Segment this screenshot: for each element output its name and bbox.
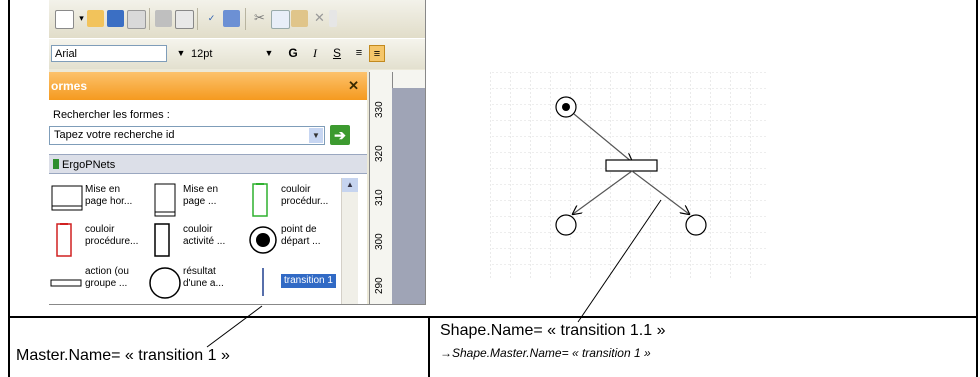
stencil-masters: Mise en page hor... Mise en page ... cou… — [49, 178, 339, 304]
delete-icon[interactable]: ✕ — [314, 11, 325, 26]
shape-search-input[interactable]: Tapez votre recherche id — [49, 126, 325, 145]
permissions-icon[interactable] — [127, 10, 146, 29]
master-action[interactable]: action (ou groupe ... — [49, 264, 147, 302]
start-point-icon — [249, 226, 277, 254]
master-label: Mise en page ... — [183, 184, 219, 207]
copy-icon[interactable] — [271, 10, 290, 29]
new-dropdown-icon[interactable]: ▾ — [79, 13, 84, 24]
lane-green-icon — [252, 183, 268, 217]
stencil-scrollbar[interactable]: ▲ — [341, 178, 358, 304]
font-name-select[interactable]: Arial — [51, 45, 167, 62]
master-label: couloir activité ... — [183, 224, 226, 247]
action-bar-icon — [50, 279, 82, 287]
print-preview-icon[interactable] — [175, 10, 194, 29]
toolbar-separator — [197, 8, 198, 30]
visio-window: ▾ ✓ ✂ ✕ Arial ▼ 12pt ▼ G I S ≡ ≡ ormes ✕… — [49, 0, 426, 305]
master-couloir-procedure-green[interactable]: couloir procédur... — [245, 182, 343, 220]
master-label: résultat d'une a... — [183, 266, 224, 289]
ruler-mark: 310 — [374, 189, 385, 206]
master-label: action (ou groupe ... — [85, 266, 129, 289]
caption-divider — [8, 316, 978, 318]
formatting-toolbar: Arial ▼ 12pt ▼ G I S ≡ ≡ — [49, 38, 425, 69]
arc-to-transition — [573, 113, 632, 162]
grid-background — [490, 72, 766, 278]
close-icon[interactable]: ✕ — [348, 78, 359, 93]
arc-to-right-place — [631, 170, 689, 214]
caption-column-divider — [428, 316, 430, 377]
ruler-mark: 320 — [374, 145, 385, 162]
save-icon[interactable] — [107, 10, 124, 27]
master-label: point de départ ... — [281, 224, 321, 247]
bold-button[interactable]: G — [288, 46, 298, 60]
shape-name-caption: Shape.Name= « transition 1.1 » — [440, 322, 666, 339]
stencil-title-bar[interactable]: ErgoPNets — [49, 154, 367, 174]
lane-red-icon — [56, 223, 72, 257]
master-mise-en-page[interactable]: Mise en page ... — [147, 182, 245, 220]
search-go-button[interactable]: ➔ — [330, 125, 350, 145]
ruler-mark: 330 — [374, 101, 385, 118]
result-circle-icon — [149, 267, 181, 299]
vertical-ruler: 330 320 310 300 290 — [369, 72, 393, 304]
master-label-selected: transition 1 — [281, 274, 336, 288]
align-left-icon[interactable]: ≡ — [355, 47, 363, 59]
chevron-down-icon[interactable]: ▼ — [176, 48, 186, 58]
shapes-panel-title: ormes — [51, 79, 88, 93]
stencil-name: ErgoPNets — [62, 159, 116, 171]
toolbar-separator — [149, 8, 150, 30]
research-icon[interactable] — [223, 10, 240, 27]
format-painter-icon[interactable] — [329, 10, 337, 27]
new-document-icon[interactable] — [55, 10, 74, 29]
print-icon[interactable] — [155, 10, 172, 27]
master-label: Mise en page hor... — [85, 184, 133, 207]
font-size-select[interactable]: 12pt — [191, 48, 213, 60]
toolbar-separator — [245, 8, 246, 30]
result-place-right — [685, 214, 707, 236]
transition-icon — [262, 268, 264, 296]
drawing-canvas-edge — [392, 88, 425, 304]
ruler-mark: 300 — [374, 233, 385, 250]
shape-master-name-caption: →Shape.Master.Name= « transition 1 » — [440, 346, 651, 360]
master-couloir-activite[interactable]: couloir activité ... — [147, 222, 245, 260]
shapes-panel-header: ormes ✕ — [49, 72, 367, 100]
master-name-caption: Master.Name= « transition 1 » — [16, 347, 230, 364]
master-resultat[interactable]: résultat d'une a... — [147, 264, 245, 302]
italic-button[interactable]: I — [313, 46, 317, 60]
master-mise-en-page-hor[interactable]: Mise en page hor... — [49, 182, 147, 220]
spelling-icon[interactable]: ✓ — [207, 13, 216, 24]
master-point-de-depart[interactable]: point de départ ... — [245, 222, 343, 260]
master-transition-1[interactable]: transition 1 — [245, 264, 343, 302]
master-couloir-procedure-red[interactable]: couloir procédure... — [49, 222, 147, 260]
scroll-up-icon[interactable]: ▲ — [342, 178, 358, 192]
figure-frame — [8, 0, 978, 377]
underline-button[interactable]: S — [332, 46, 341, 60]
transition-1-1 — [605, 159, 658, 172]
page-layout-vertical-icon — [154, 183, 176, 217]
ruler-mark: 290 — [374, 277, 385, 294]
search-label: Rechercher les formes : — [53, 109, 170, 121]
page-layout-horizontal-icon — [51, 185, 83, 211]
paste-icon[interactable] — [291, 10, 308, 27]
master-label: couloir procédure... — [85, 224, 139, 247]
chevron-down-icon[interactable]: ▼ — [264, 48, 274, 58]
lane-black-icon — [154, 223, 170, 257]
start-token — [562, 103, 570, 111]
master-label: couloir procédur... — [281, 184, 329, 207]
cut-icon[interactable]: ✂ — [254, 11, 265, 26]
shapes-panel: Rechercher les formes : Tapez votre rech… — [49, 100, 367, 304]
standard-toolbar: ▾ ✓ ✂ ✕ — [49, 0, 425, 38]
open-folder-icon[interactable] — [87, 10, 104, 27]
petri-net-diagram — [490, 72, 766, 278]
stencil-icon — [53, 159, 59, 169]
align-center-icon[interactable]: ≡ — [369, 45, 385, 62]
result-place-left — [555, 214, 577, 236]
chevron-down-icon[interactable]: ▼ — [309, 128, 323, 143]
